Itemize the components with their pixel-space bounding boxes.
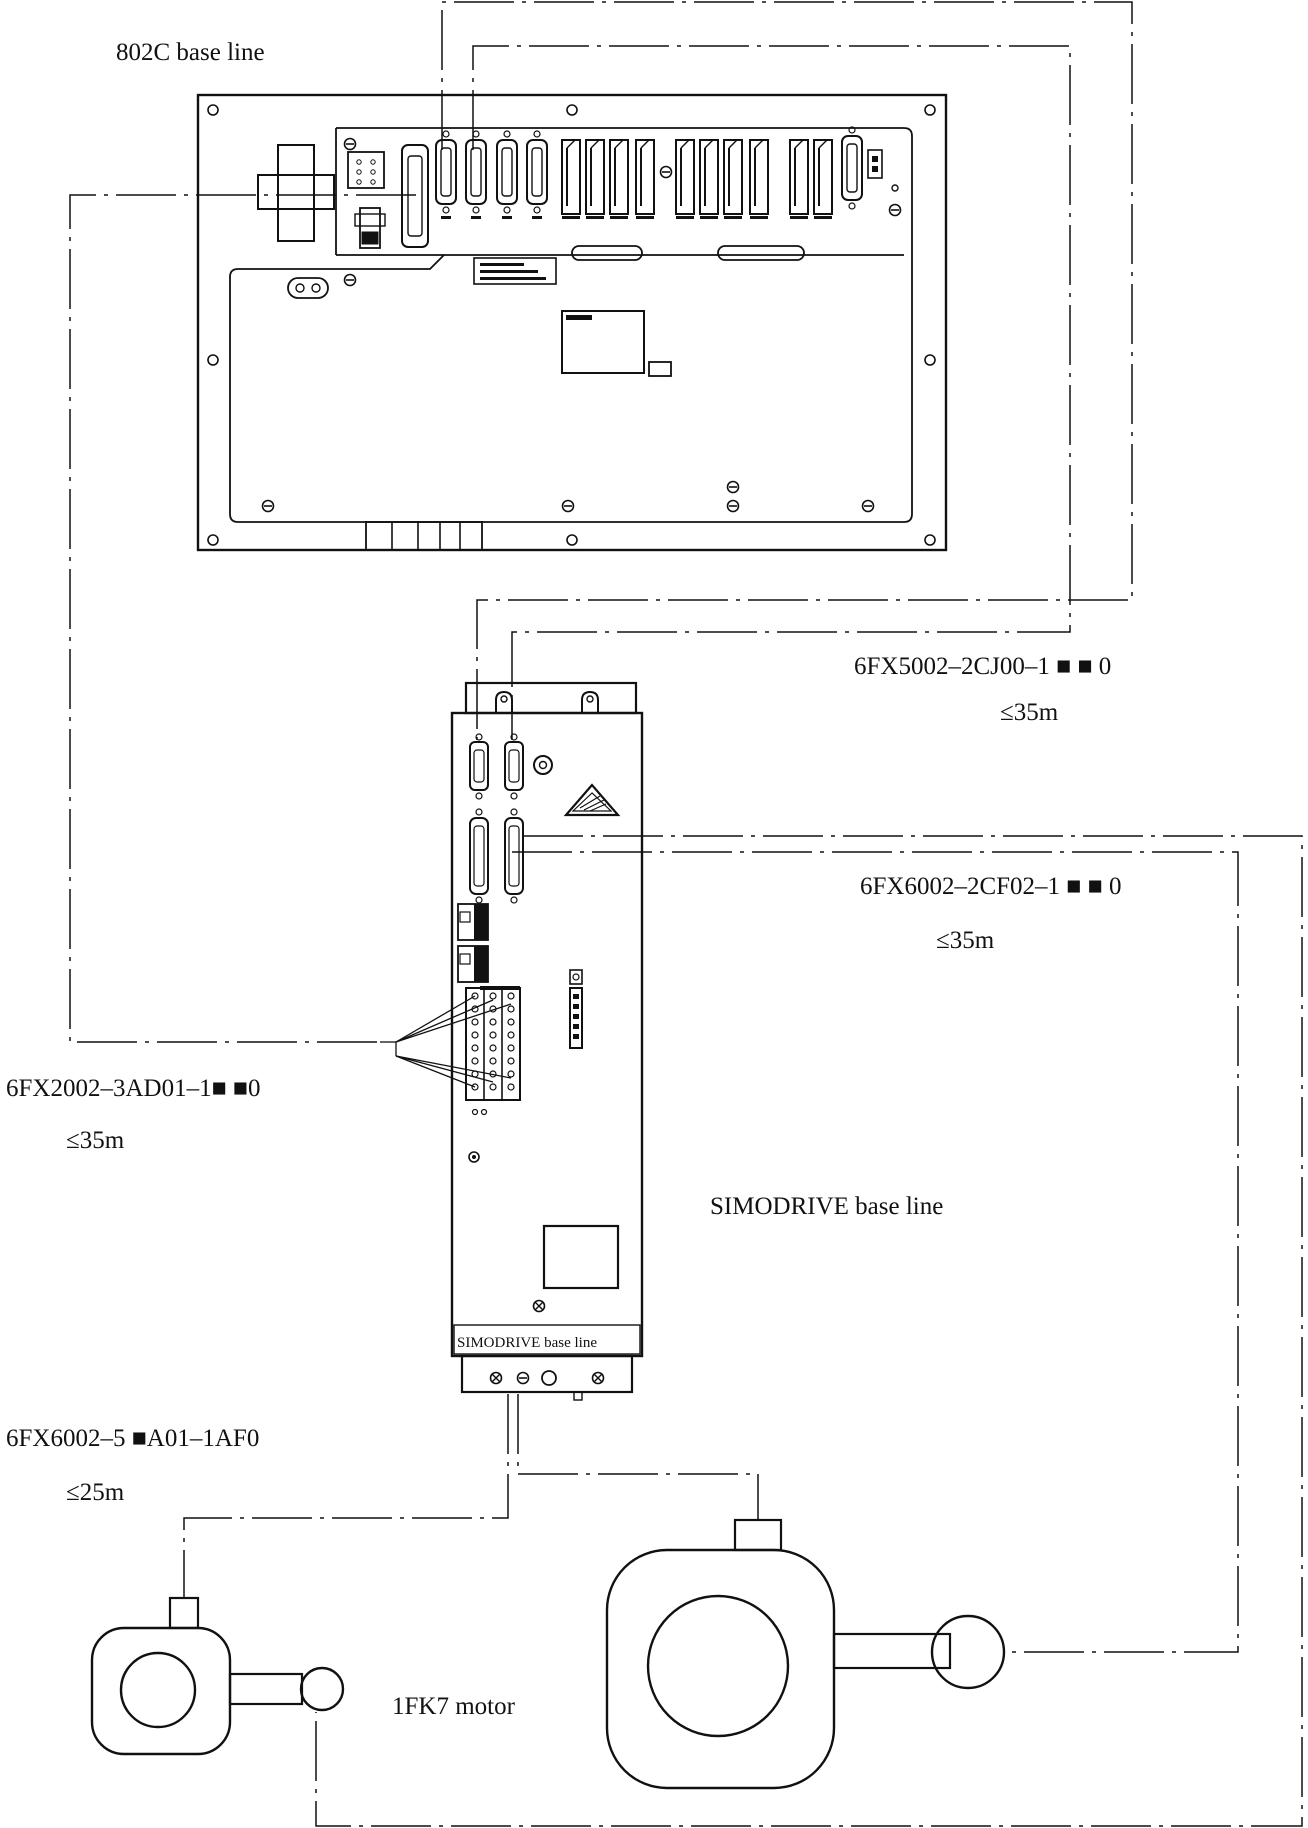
cnc-title: 802C base line — [116, 39, 265, 66]
cable-top-inner — [472, 45, 1071, 740]
drive-title: SIMODRIVE base line — [710, 1193, 943, 1220]
motor-small-shaft — [228, 1672, 304, 1706]
cable-power-part-number: 6FX6002–5 ■A01–1AF0 — [6, 1425, 259, 1452]
motor-small-encoder — [299, 1666, 345, 1712]
cnc-unit — [196, 93, 948, 552]
cable-top-length: ≤35m — [1000, 699, 1059, 726]
drive-display-window — [542, 1224, 620, 1290]
cnc-inner-panel — [229, 127, 913, 523]
drive-top-bracket — [464, 681, 638, 715]
cable-left-part-number: 6FX2002–3AD01–1■ ■0 — [6, 1075, 261, 1102]
drive-unit — [450, 681, 644, 1401]
cable-left-length: ≤35m — [66, 1127, 125, 1154]
warning-triangle-icon — [563, 783, 621, 817]
motor-small-connector — [168, 1596, 200, 1630]
motor-large — [605, 1518, 1006, 1790]
terminal-dots — [471, 992, 515, 1116]
motor-small-housing — [90, 1626, 232, 1756]
cable-mid-outer — [315, 835, 1303, 1827]
cable-mid-inner — [512, 851, 1239, 1653]
cable-mid-length: ≤35m — [936, 927, 995, 954]
drive-panel-label: SIMODRIVE base line — [457, 1335, 597, 1351]
motor-small — [90, 1596, 345, 1756]
motor-large-shaft — [832, 1632, 952, 1670]
cnc-outer-frame — [196, 93, 948, 552]
cable-left — [69, 194, 416, 1043]
cable-mid-part-number: 6FX6002–2CF02–1 ■ ■ 0 — [860, 873, 1122, 900]
cable-top-outer — [441, 1, 1133, 740]
cable-left-fanout — [380, 995, 512, 1088]
cable-power-large — [517, 1394, 759, 1520]
cable-power-length: ≤25m — [66, 1479, 125, 1506]
cnc-mount-holes — [207, 104, 936, 546]
cable-power-small — [183, 1394, 509, 1598]
drive-bottom-terminal — [460, 1354, 634, 1394]
cnc-bottom-connector — [365, 521, 483, 551]
motor-large-connector — [733, 1518, 783, 1552]
motor-large-housing — [605, 1548, 836, 1790]
cables — [69, 1, 1303, 1827]
motor-large-encoder — [930, 1614, 1006, 1690]
motor-label: 1FK7 motor — [392, 1693, 516, 1720]
cable-top-part-number: 6FX5002–2CJ00–1 ■ ■ 0 — [854, 653, 1111, 680]
